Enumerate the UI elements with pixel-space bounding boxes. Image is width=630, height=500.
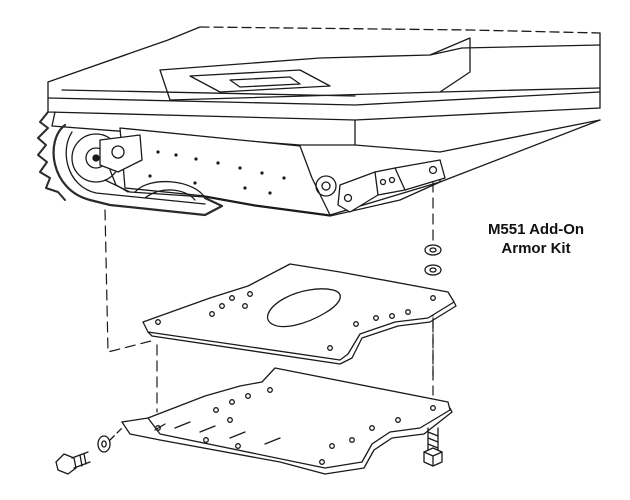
tow-fitting-left [99,134,143,173]
lower-armor-plate [121,367,453,475]
caption-line-1: M551 Add-On [487,221,585,238]
lower-plate-bolt-holes [155,387,436,465]
hull-hatch-inner [229,76,301,88]
upper-plate-outline [142,263,455,361]
hull-deck-ridge [429,44,601,56]
upper-fasteners [424,244,442,276]
bolt-head-left [55,453,77,475]
bolt-thread-right [427,431,439,449]
upper-plate-edge [147,301,457,365]
diagram-caption: M551 Add-On Armor Kit [470,220,602,258]
hull-deck-far-edge [199,26,601,34]
upper-armor-plate [142,263,457,365]
lower-plate-lip-top [121,417,149,423]
hull-front-lower-face [51,111,601,153]
washer-lower-hole [429,267,437,273]
hull-turret-outline [159,37,471,101]
track-teeth [37,111,66,201]
drive-sprocket-center [92,154,100,162]
upper-plate-slot [267,288,341,328]
hull-deck-ridge-2 [439,87,601,93]
bracket-flange-2 [394,167,406,191]
bolt-thread-left [79,453,87,467]
washer-left [97,435,111,453]
hull-front-slope-band-2 [61,89,356,97]
mounting-bracket [337,159,446,213]
lower-right-bolt [423,427,443,467]
bracket-holes [343,165,438,203]
lower-plate-lip [121,407,453,475]
road-wheel [134,180,206,199]
hull-underside [329,119,601,216]
washer-upper [424,244,442,256]
bracket-body [337,159,446,213]
hull-front-slope-band [47,91,601,106]
lower-plate-outline [147,367,451,469]
lower-left-bolt [55,427,123,475]
hull-rear-lug [315,175,337,197]
hull-side-skirt-lower [104,179,441,217]
hull-deck-left-edge [47,26,201,83]
vehicle-track [37,111,337,217]
hull-side-skirt [119,127,331,216]
caption-line-2: Armor Kit [501,240,571,257]
track-outer [52,123,224,217]
track-inner [65,131,206,205]
tow-fitting-left-bolt [109,169,129,193]
vehicle-hull [47,26,601,217]
washer-lower [424,264,442,276]
washer-left-hole [101,440,107,448]
washer-upper-hole [429,247,437,253]
leader-bolt-left [109,427,123,441]
bolt-head-right-face [423,451,443,467]
hull-front-slope [47,81,601,121]
hull-rear-lug-eye [321,181,331,191]
bracket-flange [374,171,379,196]
hull-hatch [189,69,331,93]
road-wheel-inner [144,189,196,201]
upper-plate-bolt-holes [155,291,436,351]
tow-fitting-left-eye [111,145,125,159]
